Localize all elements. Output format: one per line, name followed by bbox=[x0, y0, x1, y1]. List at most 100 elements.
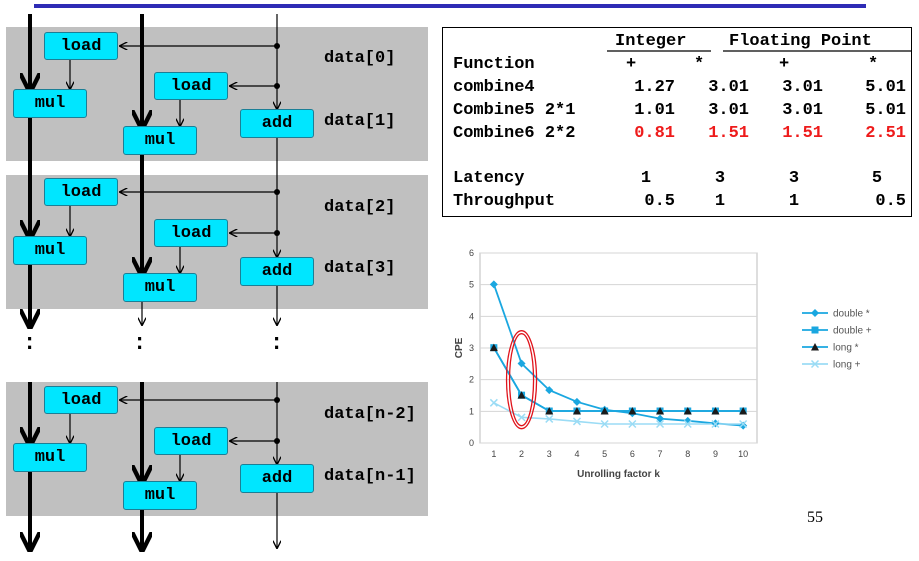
column-header-fp-times: * bbox=[868, 55, 879, 74]
data-label: data[n-2] bbox=[324, 405, 416, 424]
mul-box: mul bbox=[123, 126, 197, 155]
data-point bbox=[711, 419, 720, 429]
data-label: data[2] bbox=[324, 198, 396, 217]
y-tick-label: 4 bbox=[469, 311, 474, 321]
mul-box: mul bbox=[123, 481, 197, 510]
data-point bbox=[811, 309, 819, 317]
data-point bbox=[810, 359, 820, 369]
data-point bbox=[711, 407, 720, 415]
column-header-int-times: * bbox=[694, 55, 705, 74]
table-row-function: combine4 bbox=[453, 78, 535, 97]
load-box: load bbox=[154, 219, 228, 247]
data-point bbox=[489, 280, 498, 289]
dataflow-arrows bbox=[0, 14, 440, 561]
load-box: load bbox=[44, 32, 118, 60]
x-tick-label: 1 bbox=[491, 449, 496, 459]
data-point bbox=[739, 407, 748, 415]
junction-dot bbox=[274, 397, 280, 403]
y-tick-label: 2 bbox=[469, 375, 474, 385]
junction-dot bbox=[274, 189, 280, 195]
table-row-function: Throughput bbox=[453, 192, 556, 211]
x-tick-label: 7 bbox=[658, 449, 663, 459]
data-point bbox=[489, 398, 498, 407]
data-point bbox=[656, 407, 665, 415]
junction-dot bbox=[274, 43, 280, 49]
junction-dot bbox=[274, 83, 280, 89]
table-cell: 3.01 bbox=[708, 101, 749, 120]
table-cell: 5.01 bbox=[865, 101, 906, 120]
data-label: data[3] bbox=[324, 259, 396, 278]
x-tick-label: 2 bbox=[519, 449, 524, 459]
load-box: load bbox=[44, 386, 118, 414]
data-point bbox=[489, 343, 498, 352]
table-cell: 1.27 bbox=[634, 78, 675, 97]
mul-box: mul bbox=[13, 443, 87, 472]
data-point bbox=[517, 359, 526, 368]
table-cell: 0.5 bbox=[875, 192, 906, 211]
y-tick-label: 1 bbox=[469, 406, 474, 416]
column-header-fp-plus: + bbox=[779, 55, 790, 74]
data-label: data[0] bbox=[324, 49, 396, 68]
y-tick-label: 5 bbox=[469, 280, 474, 290]
load-box: load bbox=[154, 72, 228, 100]
table-cell: 1.51 bbox=[708, 124, 749, 143]
table-cell: 1.01 bbox=[634, 101, 675, 120]
x-tick-label: 6 bbox=[630, 449, 635, 459]
y-tick-label: 0 bbox=[469, 438, 474, 448]
data-point bbox=[628, 407, 637, 415]
highlight-ellipse bbox=[508, 333, 535, 427]
table-cell: 1 bbox=[714, 192, 726, 211]
y-tick-label: 6 bbox=[469, 248, 474, 258]
x-tick-label: 4 bbox=[574, 449, 579, 459]
data-point bbox=[545, 386, 554, 395]
column-header-function: Function bbox=[453, 55, 535, 74]
group-header-floating: Floating Point bbox=[729, 32, 872, 51]
table-cell: 1 bbox=[640, 169, 652, 188]
data-point bbox=[517, 391, 526, 399]
table-cell: 3.01 bbox=[708, 78, 749, 97]
column-header-int-plus: + bbox=[626, 55, 637, 74]
data-point bbox=[656, 414, 665, 423]
x-tick-label: 5 bbox=[602, 449, 607, 459]
table-cell: 3.01 bbox=[782, 101, 823, 120]
x-tick-label: 10 bbox=[738, 449, 748, 459]
junction-dot bbox=[274, 438, 280, 444]
data-point bbox=[600, 419, 609, 429]
data-point bbox=[545, 407, 554, 415]
data-label: data[n-1] bbox=[324, 467, 416, 486]
data-label: data[1] bbox=[324, 112, 396, 131]
data-point bbox=[811, 326, 819, 334]
group-underlines bbox=[607, 50, 911, 52]
x-tick-label: 9 bbox=[713, 449, 718, 459]
load-box: load bbox=[154, 427, 228, 455]
series-line bbox=[493, 402, 744, 425]
y-tick-label: 3 bbox=[469, 343, 474, 353]
legend-entry: double + bbox=[833, 326, 872, 337]
data-point bbox=[572, 407, 581, 415]
data-point bbox=[572, 397, 581, 406]
table-cell: 0.81 bbox=[634, 124, 675, 143]
legend-entry: double * bbox=[833, 309, 870, 320]
data-point bbox=[600, 407, 609, 415]
data-point bbox=[572, 417, 581, 426]
group-header-integer: Integer bbox=[615, 32, 687, 51]
load-box: load bbox=[44, 178, 118, 206]
table-cell: 1.51 bbox=[782, 124, 823, 143]
table-row-function: Combine6 2*2 bbox=[453, 124, 576, 143]
page-number: 55 bbox=[807, 509, 823, 526]
y-axis-label: CPE bbox=[454, 337, 465, 358]
data-point bbox=[683, 407, 692, 415]
table-cell: 1 bbox=[788, 192, 800, 211]
data-point bbox=[739, 419, 748, 429]
junction-dot bbox=[274, 230, 280, 236]
data-point bbox=[517, 413, 526, 422]
data-point bbox=[545, 414, 554, 423]
continuation-dots: : bbox=[23, 331, 37, 356]
x-tick-label: 3 bbox=[547, 449, 552, 459]
table-cell: 0.5 bbox=[644, 192, 675, 211]
table-cell: 5.01 bbox=[865, 78, 906, 97]
continuation-dots: : bbox=[270, 331, 284, 356]
mul-box: mul bbox=[13, 236, 87, 265]
mul-box: mul bbox=[123, 273, 197, 302]
